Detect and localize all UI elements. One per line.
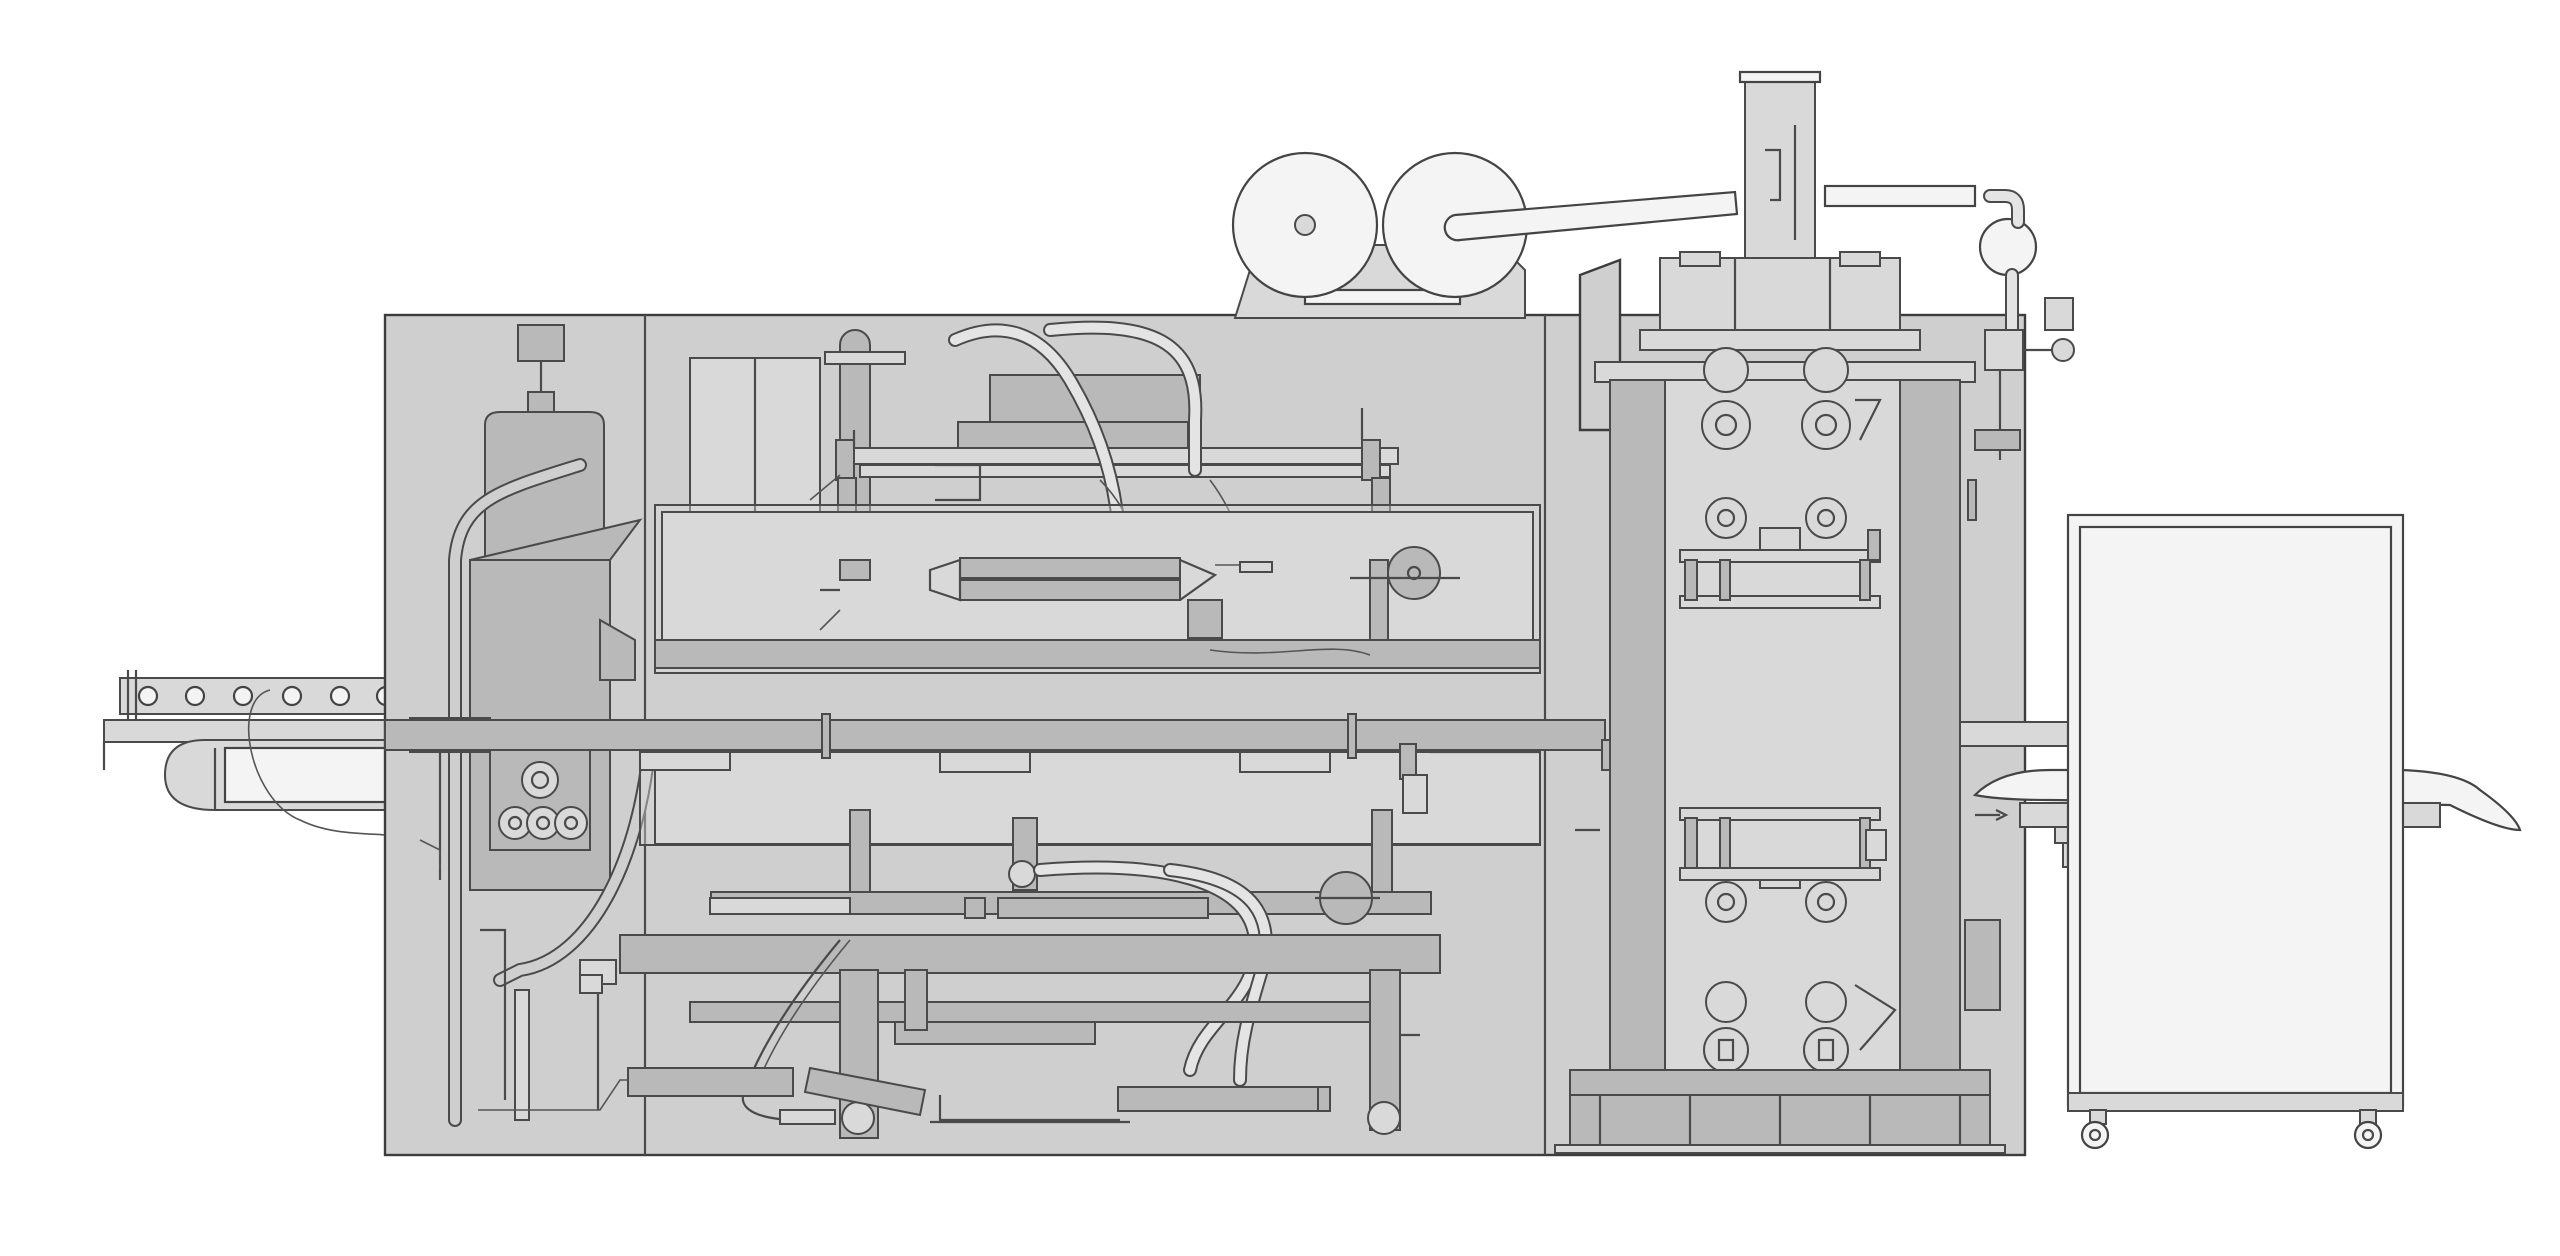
cart-wheel [2080,1120,2110,1150]
feeder-tank [484,411,605,561]
pressure-valve [1984,329,2024,371]
press-right-column [1899,379,1961,1071]
press-head [1659,257,1901,339]
infeed-bed [103,719,405,743]
infeed-conveyor [102,670,421,841]
infeed-roller [329,685,351,707]
lower-horizontal-cylinder [1117,1086,1329,1112]
cart-wheel [2353,1120,2383,1150]
clamp-wheel [1387,546,1441,600]
infeed-roller-rail [119,677,411,715]
main-process-chamber [384,320,1606,1139]
upper-guide-rail [837,447,1399,465]
press-roller [1701,400,1751,450]
lower-right-post [1371,809,1393,901]
infeed-roller [281,685,303,707]
feeder-top-valve [517,324,565,362]
collection-cart [2066,513,2405,1150]
feeder-gear [521,761,559,799]
press-roller [1705,497,1747,539]
lower-actuator [627,1067,794,1097]
pressure-gauge [2051,338,2075,362]
infeed-roller [137,685,159,707]
film-web-right [1823,184,1977,208]
infeed-roller [232,685,254,707]
press-roller [1805,981,1847,1023]
lower-base-beam [619,934,1441,974]
film-reels [1231,151,2038,319]
horizontal-cylinder [959,557,1181,579]
press-roller [1803,1027,1849,1073]
press-roller [1705,881,1747,923]
vertical-press-tower [1554,70,2075,1154]
press-roller [1703,1027,1749,1073]
lower-left-post [849,809,871,901]
film-web [1443,190,1739,242]
press-roller [1801,400,1851,450]
press-roller [1805,881,1847,923]
main-transfer-beam [384,719,1606,751]
press-left-column [1609,379,1666,1071]
press-roller [1705,981,1747,1023]
feeder-gear [554,806,588,840]
infeed-roller [184,685,206,707]
tension-roller [1978,217,2038,277]
press-roller [1805,497,1847,539]
